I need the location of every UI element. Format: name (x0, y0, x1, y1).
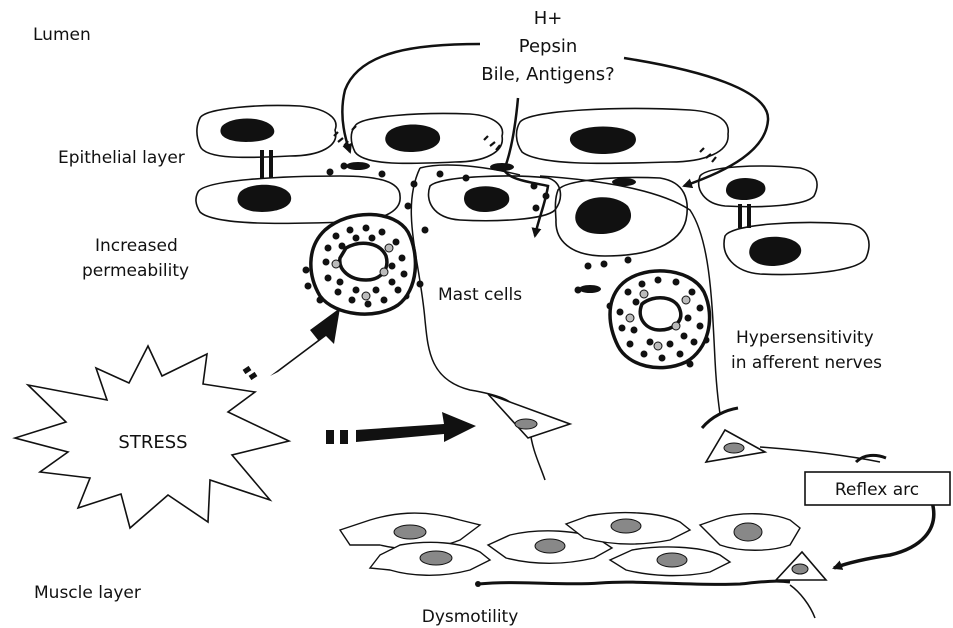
reflex-arc-arrow (834, 502, 934, 568)
luminal-agent-pepsin: Pepsin (519, 36, 578, 57)
increased-permeability-label-1: Increased (95, 236, 178, 256)
nucleus (749, 237, 801, 266)
muscle-layer-label: Muscle layer (34, 583, 141, 603)
mast-cell-left (311, 214, 416, 314)
mast-cells-label: Mast cells (438, 285, 522, 305)
luminal-agent-bile-antigens: Bile, Antigens? (481, 64, 615, 85)
reflex-arc-label: Reflex arc (835, 480, 919, 500)
epithelial-layer-label: Epithelial layer (58, 148, 185, 168)
stress-label: STRESS (118, 432, 187, 453)
increased-permeability-label-2: permeability (82, 261, 189, 281)
stress-arrow-upper (244, 308, 340, 378)
nucleus (464, 186, 509, 212)
epithelial-nuclei (220, 119, 801, 267)
muscle-cells (340, 513, 800, 576)
dysmotility-label: Dysmotility (422, 607, 519, 627)
lumen-label: Lumen (33, 25, 91, 45)
mast-cell-right (610, 271, 710, 368)
nucleus (726, 178, 765, 200)
neuron-cell (488, 394, 570, 438)
hypersensitivity-label-2: in afferent nerves (731, 353, 882, 373)
luminal-agent-hplus: H+ (534, 8, 563, 29)
nucleus (237, 185, 291, 212)
nucleus (220, 119, 274, 143)
stress-arrow-lower (326, 412, 476, 444)
nucleus (385, 125, 440, 153)
hypersensitivity-label-1: Hypersensitivity (736, 328, 874, 348)
motor-nerve (478, 581, 790, 584)
nucleus (570, 127, 636, 155)
nucleus (575, 197, 631, 234)
